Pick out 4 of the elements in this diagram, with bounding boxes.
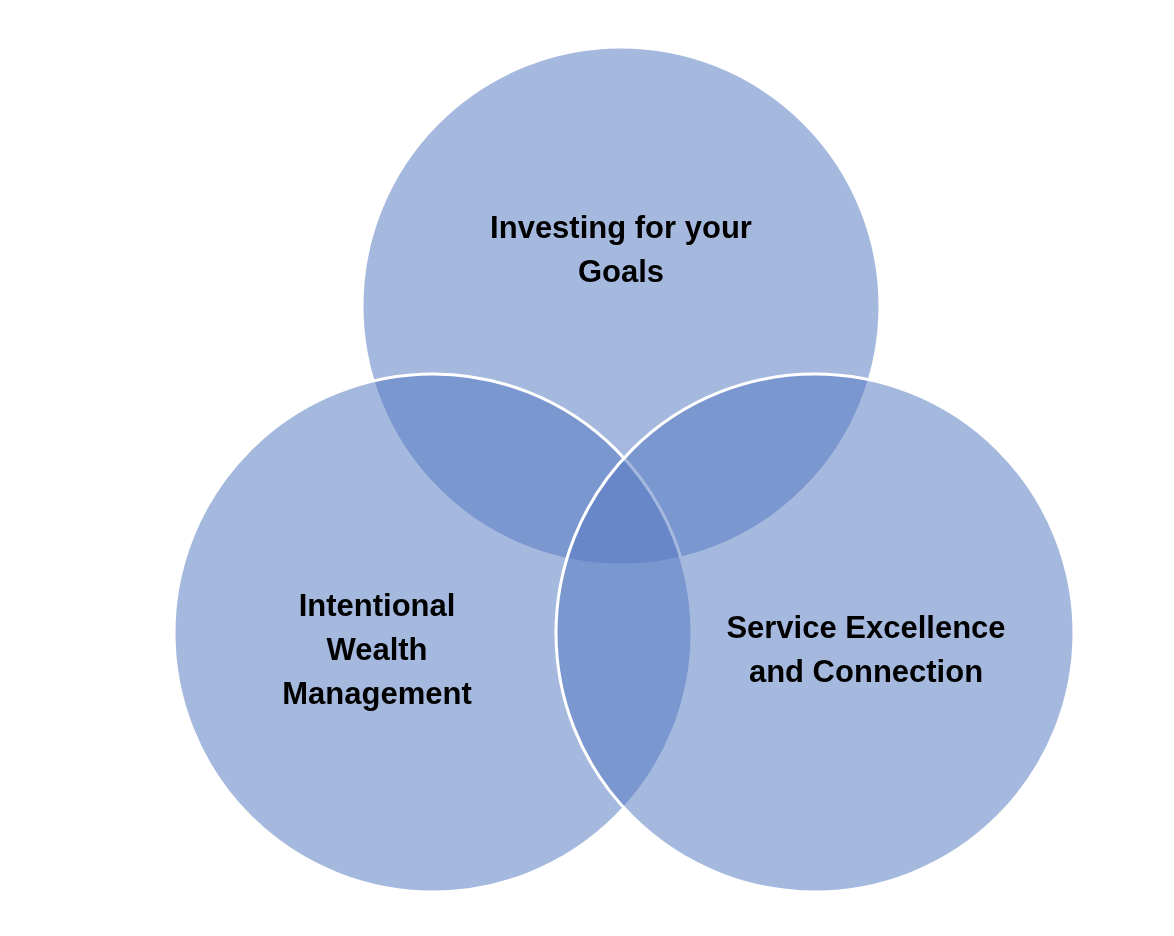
circle-label: Service Excellence and Connection bbox=[725, 609, 1007, 691]
venn-circle bbox=[554, 372, 1076, 894]
circle-label: Intentional Wealth Management bbox=[281, 587, 473, 713]
circle-label: Investing for your Goals bbox=[489, 209, 753, 291]
